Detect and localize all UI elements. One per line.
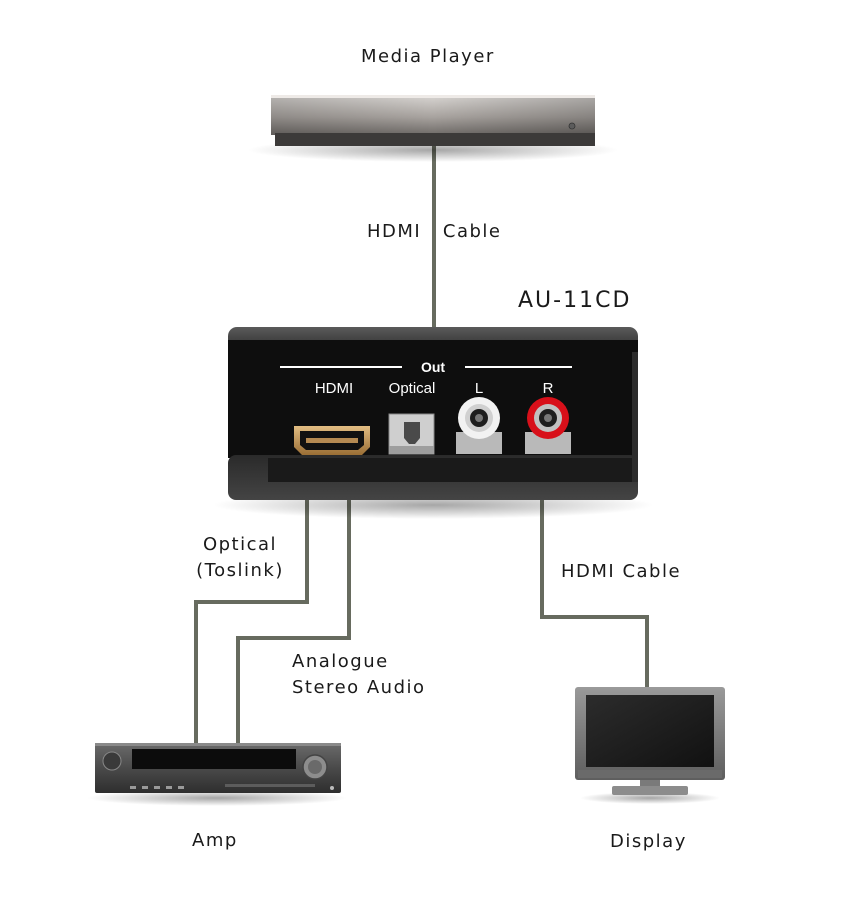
amp-label: Amp — [192, 830, 238, 851]
display-icon — [575, 687, 725, 804]
hdmi-cable-top-label: HDMI Cable — [367, 221, 502, 242]
au-11cd-device: Out HDMI Optical L R — [213, 327, 653, 519]
amp-icon — [87, 743, 347, 806]
analogue-label-line2: Stereo Audio — [292, 677, 426, 698]
analogue-label-line1: Analogue — [292, 651, 389, 672]
analogue-cable — [236, 500, 351, 745]
device-hdmi-label: HDMI — [315, 380, 353, 397]
optical-cable — [194, 500, 309, 745]
rca-right-port-icon — [525, 397, 571, 454]
cables — [194, 146, 649, 745]
device-model-label: AU-11CD — [518, 288, 632, 313]
rca-left-port-icon — [456, 397, 502, 454]
device-left-label: L — [475, 380, 483, 397]
hdmi-port-icon — [294, 426, 370, 455]
device-out-label: Out — [421, 359, 445, 375]
media-player-icon — [248, 95, 618, 162]
media-player-label: Media Player — [361, 46, 495, 67]
hdmi-cable-bottom — [540, 500, 649, 690]
optical-label-line2: (Toslink) — [196, 560, 284, 581]
hdmi-cable-bottom-label: HDMI Cable — [561, 561, 682, 582]
device-right-label: R — [543, 380, 554, 397]
optical-port-icon — [388, 413, 435, 455]
display-label: Display — [610, 831, 687, 852]
optical-label-line1: Optical — [202, 534, 278, 555]
device-optical-label: Optical — [389, 380, 436, 397]
